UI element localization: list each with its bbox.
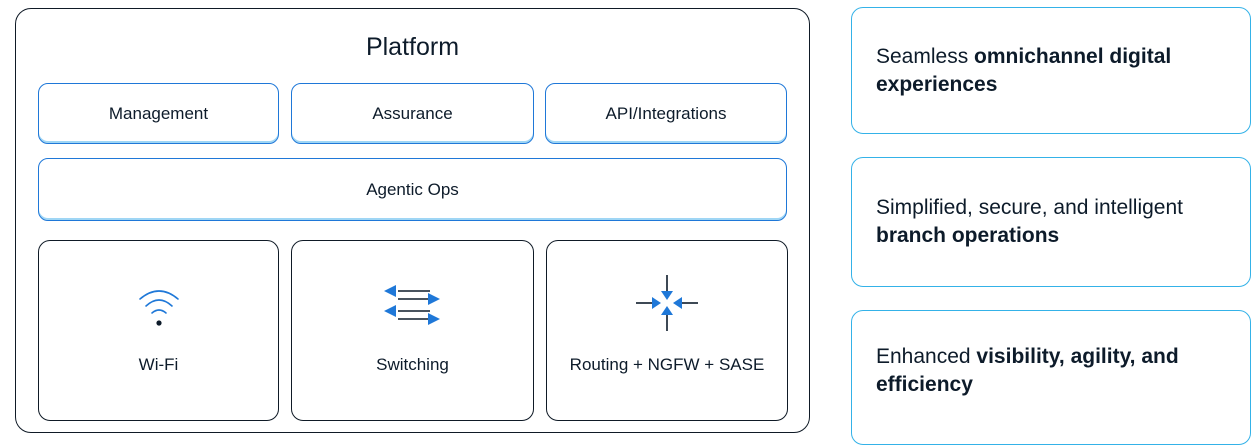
outcome-plain-text: Enhanced — [876, 344, 977, 368]
card-switching: Switching — [291, 240, 534, 421]
outcome-text: Simplified, secure, and intelligent bran… — [876, 194, 1226, 250]
platform-container: Platform — [15, 8, 810, 433]
card-label-wifi: Wi-Fi — [138, 355, 179, 374]
layer-agentic-ops: Agentic Ops — [38, 158, 787, 221]
outcome-text: Seamless omnichannel digital experiences — [876, 43, 1226, 99]
outcome-plain-text: Seamless — [876, 44, 975, 68]
routing-arrows-icon — [547, 273, 787, 333]
outcome-bold-text: omnichannel digital experiences — [876, 44, 1172, 96]
switching-arrows-icon — [292, 281, 533, 331]
outcome-plain-text: Simplified, secure, and intelligent — [876, 196, 1184, 219]
card-label-switching: Switching — [376, 355, 449, 374]
platform-title: Platform — [365, 33, 460, 61]
module-api-integrations: API/Integrations — [545, 83, 787, 144]
wifi-icon — [39, 281, 278, 331]
card-label-routing: Routing + NGFW + SASE — [569, 355, 765, 374]
outcome-branch-operations: Simplified, secure, and intelligent bran… — [851, 157, 1251, 287]
outcome-text: Enhanced visibility, agility, and effici… — [876, 343, 1226, 399]
outcome-bold-text: visibility, agility, and efficiency — [876, 344, 1179, 396]
module-management: Management — [38, 83, 279, 144]
outcome-visibility-agility: Enhanced visibility, agility, and effici… — [851, 310, 1251, 445]
module-assurance: Assurance — [291, 83, 534, 144]
outcome-bold-text: branch operations — [876, 224, 1060, 247]
card-routing: Routing + NGFW + SASE — [546, 240, 788, 421]
outcome-digital-experiences: Seamless omnichannel digital experiences — [851, 7, 1251, 134]
card-wifi: Wi-Fi — [38, 240, 279, 421]
